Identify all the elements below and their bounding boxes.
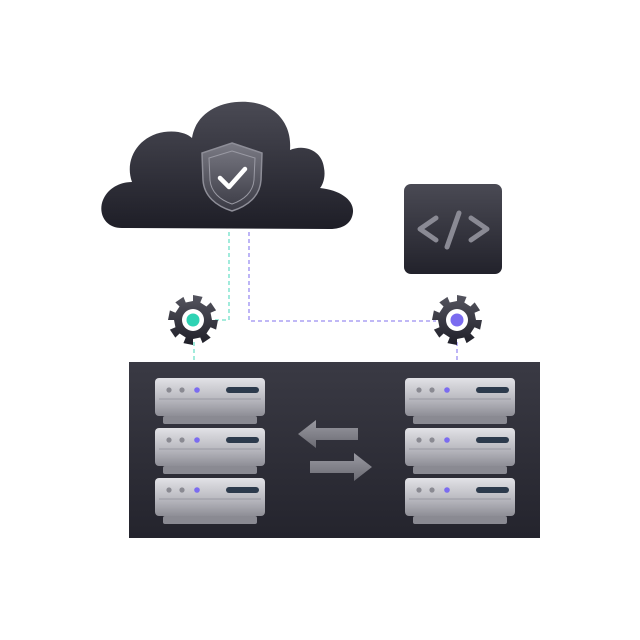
server-stack-right: [405, 378, 515, 524]
status-dot: [450, 313, 464, 327]
server-unit: [405, 478, 515, 524]
server-unit: [405, 428, 515, 474]
teal-connector: [213, 232, 230, 321]
connector-lines: [193, 232, 458, 364]
server-unit: [155, 428, 265, 474]
purple-connector: [248, 232, 436, 322]
code-box: [404, 184, 502, 274]
arrow-left: [298, 420, 358, 448]
gear-icon: [432, 295, 482, 345]
arrow-right: [310, 453, 372, 481]
cloud-icon: [101, 101, 354, 229]
gear-icon: [168, 295, 218, 345]
shield-check-icon: [201, 142, 263, 212]
code-brackets-icon: [417, 210, 490, 250]
swap-arrows-icon: [298, 420, 372, 481]
status-dot: [186, 313, 200, 327]
server-stack-left: [155, 378, 265, 524]
server-unit: [155, 378, 265, 424]
server-unit: [155, 478, 265, 524]
server-unit: [405, 378, 515, 424]
